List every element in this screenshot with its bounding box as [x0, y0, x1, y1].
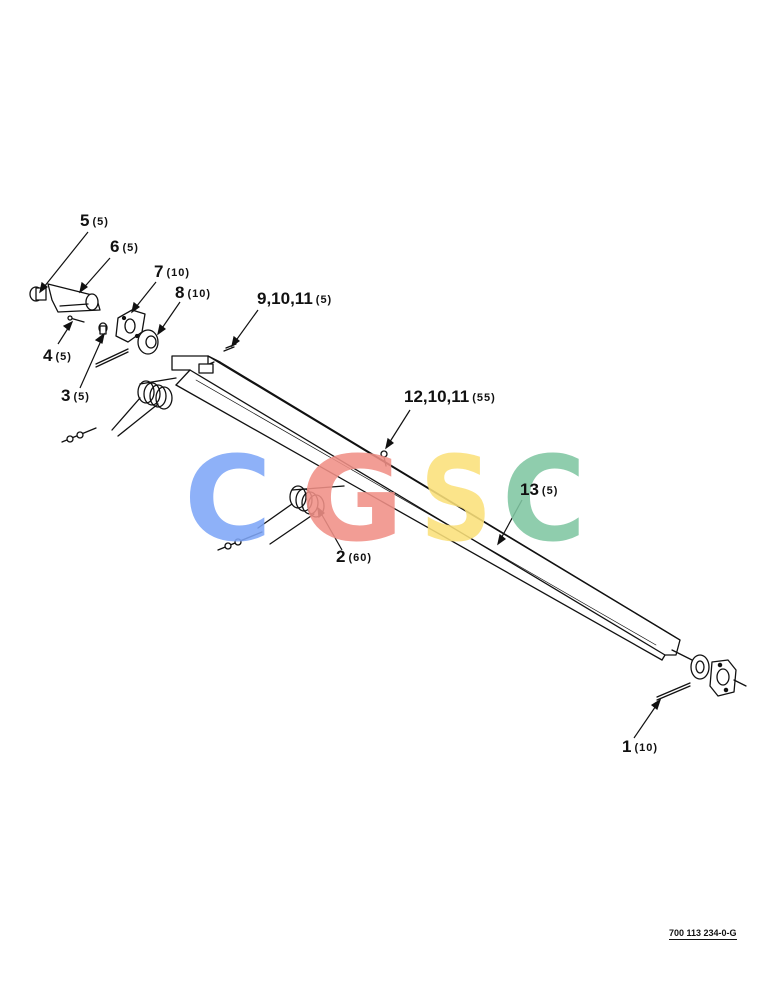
callout-number: 6 [110, 237, 120, 256]
callout-qty: (60) [348, 552, 373, 564]
spring-tine-upper [61, 377, 177, 443]
callout-qty: (5) [73, 391, 90, 403]
callout-9: 9,10,11(5) [257, 290, 332, 308]
callout-qty: (5) [92, 216, 109, 228]
callout-number: 1 [622, 737, 632, 756]
callout-number: 7 [154, 262, 164, 281]
callout-qty: (10) [634, 742, 659, 754]
callout-qty: (10) [166, 267, 191, 279]
watermark-letter: G [300, 430, 404, 568]
bearing-right [671, 649, 747, 697]
left-bracket-parts [29, 283, 237, 368]
tine-bar [171, 355, 681, 661]
callout-4: 4(5) [43, 347, 72, 365]
callout-number: 9,10,11 [257, 289, 313, 308]
callout-12: 12,10,11(55) [404, 388, 496, 406]
callout-number: 12,10,11 [404, 387, 470, 406]
callout-8: 8(10) [175, 284, 211, 302]
callout-7: 7(10) [154, 263, 190, 281]
watermark-letter: C [184, 430, 272, 568]
callout-number: 2 [336, 547, 346, 566]
callout-2: 2(60) [336, 548, 372, 566]
watermark-letter: S [420, 430, 492, 568]
callout-number: 8 [175, 283, 185, 302]
callout-qty: (5) [315, 294, 333, 306]
spring-tine-middle [217, 485, 345, 551]
cotter-pin-1 [656, 682, 691, 701]
callout-number: 5 [80, 211, 90, 230]
callout-qty: (5) [55, 351, 72, 363]
shaft-left [198, 361, 215, 374]
callout-number: 4 [43, 346, 53, 365]
callout-qty: (10) [187, 288, 212, 300]
leader-lines [39, 231, 662, 739]
callout-qty: (5) [122, 242, 139, 254]
callout-qty: (55) [472, 392, 496, 404]
bolt-12 [380, 450, 388, 467]
callout-3: 3(5) [61, 387, 90, 405]
callout-13: 13(5) [520, 481, 558, 499]
watermark-letter: C [502, 430, 586, 568]
callout-6: 6(5) [110, 238, 139, 256]
drawing-number: 700 113 234-0-G [669, 928, 737, 940]
callout-5: 5(5) [80, 212, 109, 230]
callout-1: 1(10) [622, 738, 658, 756]
callout-qty: (5) [541, 485, 559, 497]
callout-number: 13 [520, 480, 539, 499]
callout-number: 3 [61, 386, 71, 405]
